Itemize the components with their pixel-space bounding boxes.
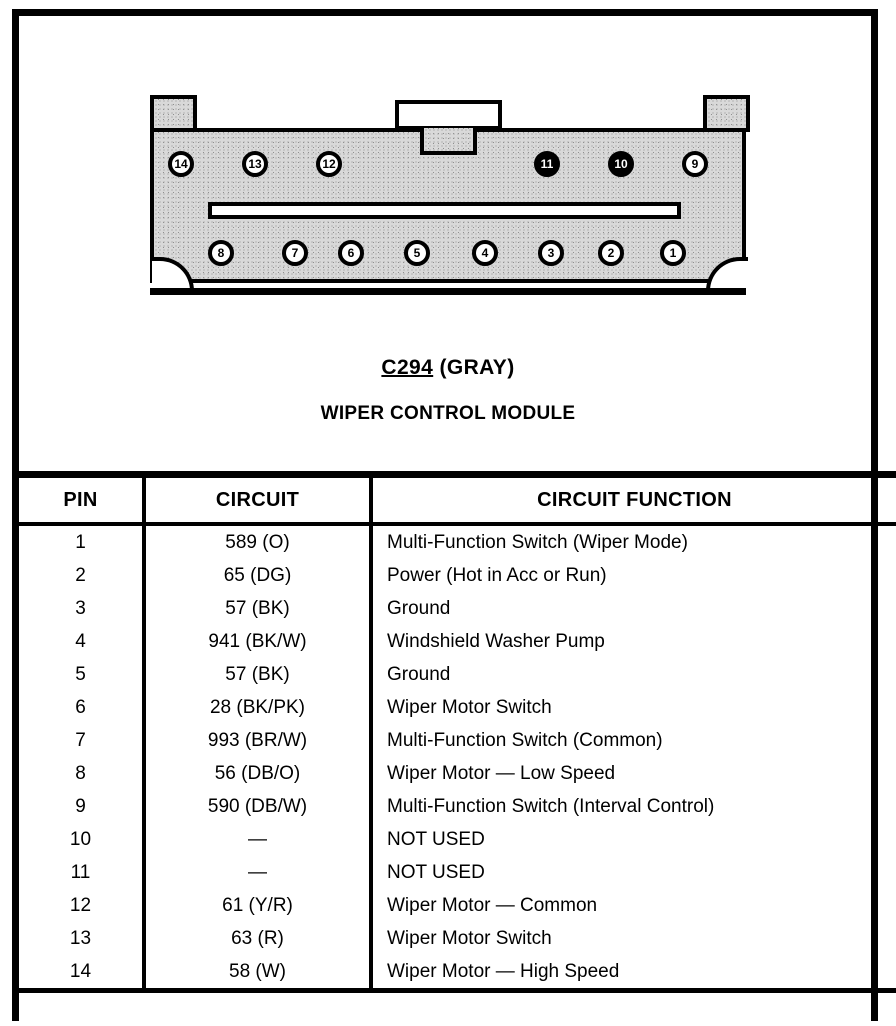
cell-circuit-function: Ground xyxy=(387,597,451,619)
cell-circuit: 65 (DG) xyxy=(144,559,373,592)
connector-shoulder-left xyxy=(150,95,197,132)
cell-circuit: 63 (R) xyxy=(144,922,373,955)
connector-pin-2: 2 xyxy=(598,240,624,266)
pin-table-head: PIN CIRCUIT CIRCUIT FUNCTION xyxy=(19,478,896,526)
connector-designation: C294 xyxy=(381,356,434,379)
cell-circuit-function: Ground xyxy=(387,663,451,685)
cell-circuit: 56 (DB/O) xyxy=(144,757,373,790)
cell-pin: 13 xyxy=(19,922,146,955)
cell-circuit-function: Windshield Washer Pump xyxy=(387,630,605,652)
cell-pin: 12 xyxy=(19,889,146,922)
connector-pin-7: 7 xyxy=(282,240,308,266)
connector-pin-11: 11 xyxy=(534,151,560,177)
column-header-pin: PIN xyxy=(19,478,146,526)
cell-circuit: 993 (BR/W) xyxy=(144,724,373,757)
column-header-circuit: CIRCUIT xyxy=(144,478,373,526)
connector-designation-caption: C294 (GRAY) xyxy=(0,356,896,380)
cell-circuit-function: Wiper Motor — Common xyxy=(387,894,598,916)
connector-drawing: 14 13 12 11 10 9 8 7 6 5 4 3 2 1 xyxy=(142,95,762,295)
cell-pin: 7 xyxy=(19,724,146,757)
cell-circuit: — xyxy=(144,856,373,889)
cell-circuit: — xyxy=(144,823,373,856)
table-row: 11— NOT USED xyxy=(19,856,896,889)
cell-circuit-function: NOT USED xyxy=(387,828,485,850)
cell-pin: 5 xyxy=(19,658,146,691)
connector-pin-10: 10 xyxy=(608,151,634,177)
cell-pin: 8 xyxy=(19,757,146,790)
cell-circuit-function: Wiper Motor — Low Speed xyxy=(387,762,616,784)
cell-pin: 11 xyxy=(19,856,146,889)
connector-pin-8: 8 xyxy=(208,240,234,266)
connector-shoulder-right xyxy=(703,95,750,132)
cell-pin: 1 xyxy=(19,524,146,559)
connector-pin-14: 14 xyxy=(168,151,194,177)
cell-circuit: 941 (BK/W) xyxy=(144,625,373,658)
cell-circuit: 590 (DB/W) xyxy=(144,790,373,823)
cell-pin: 10 xyxy=(19,823,146,856)
cell-circuit-function: Wiper Motor Switch xyxy=(387,696,552,718)
pin-table-header-row: PIN CIRCUIT CIRCUIT FUNCTION xyxy=(19,478,896,526)
connector-keying-slot xyxy=(208,202,681,219)
cell-pin: 14 xyxy=(19,955,146,993)
cell-pin: 9 xyxy=(19,790,146,823)
cell-circuit-function: Wiper Motor Switch xyxy=(387,927,552,949)
module-name-caption: WIPER CONTROL MODULE xyxy=(320,403,576,424)
cell-pin: 4 xyxy=(19,625,146,658)
connector-pin-4: 4 xyxy=(472,240,498,266)
connector-pin-3: 3 xyxy=(538,240,564,266)
cell-circuit-function: Multi-Function Switch (Wiper Mode) xyxy=(387,531,688,553)
cell-circuit: 58 (W) xyxy=(144,955,373,993)
cell-circuit-function: Multi-Function Switch (Interval Control) xyxy=(387,795,715,817)
table-row: 10— NOT USED xyxy=(19,823,896,856)
connector-pin-9: 9 xyxy=(682,151,708,177)
connector-pin-13: 13 xyxy=(242,151,268,177)
connector-pin-6: 6 xyxy=(338,240,364,266)
cell-circuit: 28 (BK/PK) xyxy=(144,691,373,724)
cell-pin: 3 xyxy=(19,592,146,625)
cell-circuit: 57 (BK) xyxy=(144,658,373,691)
column-header-function: CIRCUIT FUNCTION xyxy=(371,478,896,526)
cell-circuit: 57 (BK) xyxy=(144,592,373,625)
connector-locking-tab xyxy=(395,100,502,130)
cell-circuit: 61 (Y/R) xyxy=(144,889,373,922)
connector-color-label: (GRAY) xyxy=(439,356,515,379)
cell-circuit-function: NOT USED xyxy=(387,861,485,883)
connector-pin-5: 5 xyxy=(404,240,430,266)
connector-tab-notch xyxy=(420,128,477,155)
cell-pin: 6 xyxy=(19,691,146,724)
cell-circuit-function: Power (Hot in Acc or Run) xyxy=(387,564,607,586)
cell-circuit: 589 (O) xyxy=(144,524,373,559)
section-divider xyxy=(19,471,896,478)
connector-pin-1: 1 xyxy=(660,240,686,266)
cell-pin: 2 xyxy=(19,559,146,592)
connector-bottom-edge xyxy=(150,288,746,295)
connector-pin-12: 12 xyxy=(316,151,342,177)
connector-diagram: 14 13 12 11 10 9 8 7 6 5 4 3 2 1 C294 (GRAY) WIPER C… xyxy=(0,0,896,474)
cell-circuit-function: Multi-Function Switch (Common) xyxy=(387,729,663,751)
cell-circuit-function: Wiper Motor — High Speed xyxy=(371,955,896,993)
